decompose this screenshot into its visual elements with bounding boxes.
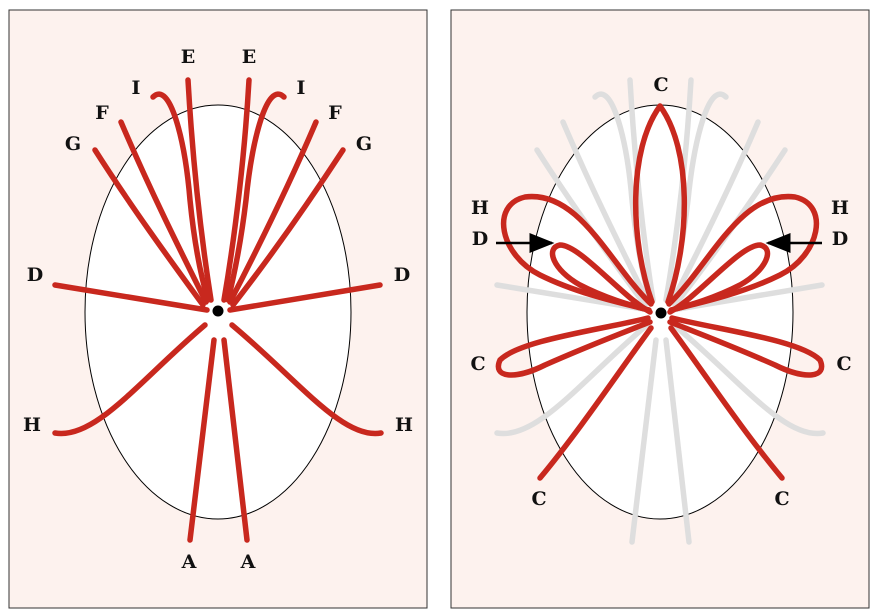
label-e-right: E bbox=[242, 46, 256, 68]
strand-i-right bbox=[225, 91, 287, 303]
label-d-right-r: D bbox=[832, 228, 848, 250]
strand-f-right bbox=[227, 119, 319, 305]
loop-c-top bbox=[632, 103, 688, 305]
loop-c-mid-left bbox=[495, 315, 653, 378]
label-f-right: F bbox=[328, 102, 342, 124]
strand-a-right bbox=[221, 337, 250, 543]
loop-c-mid-right bbox=[667, 315, 825, 378]
label-g-left: G bbox=[65, 133, 81, 155]
label-h-left-r: H bbox=[471, 197, 489, 219]
strand-a-left bbox=[187, 337, 217, 543]
loop-d-left bbox=[549, 242, 653, 315]
strand-i-left bbox=[150, 91, 211, 303]
loop-h-right bbox=[666, 193, 820, 313]
label-a-left: A bbox=[181, 551, 197, 573]
ghost-a-right bbox=[663, 337, 692, 545]
right-center-dot bbox=[655, 307, 667, 319]
left-strands bbox=[52, 77, 384, 543]
label-g-right: G bbox=[356, 133, 372, 155]
label-d-left: D bbox=[27, 264, 43, 286]
ghost-f-right bbox=[669, 119, 761, 305]
label-i-right: I bbox=[297, 77, 306, 99]
label-c-top: C bbox=[653, 74, 668, 96]
label-e-left: E bbox=[181, 46, 195, 68]
strand-c-bottom-right bbox=[668, 325, 785, 481]
loop-h-left bbox=[500, 193, 654, 313]
right-panel: C H H D D C C C C bbox=[450, 9, 870, 609]
strand-c-bottom-left bbox=[537, 325, 654, 481]
label-h-right: H bbox=[395, 414, 413, 436]
label-c-bottom-left: C bbox=[531, 488, 546, 510]
label-h-left: H bbox=[23, 414, 41, 436]
label-h-right-r: H bbox=[831, 197, 849, 219]
strand-g-left bbox=[92, 147, 206, 308]
strand-h-left bbox=[52, 322, 208, 437]
label-a-right: A bbox=[240, 551, 256, 573]
label-f-left: F bbox=[95, 102, 109, 124]
strand-e-left bbox=[185, 77, 214, 303]
label-c-mid-right: C bbox=[836, 353, 851, 375]
label-c-mid-left: C bbox=[470, 353, 485, 375]
strand-d-left bbox=[52, 282, 210, 313]
label-c-bottom-right: C bbox=[774, 488, 789, 510]
loop-d-right bbox=[667, 242, 771, 315]
ghost-f-left bbox=[560, 119, 651, 305]
left-panel: E E I I F F G G D D H H A A bbox=[8, 9, 428, 609]
right-loops bbox=[495, 103, 825, 481]
strand-h-right bbox=[229, 322, 384, 437]
strand-g-right bbox=[230, 147, 346, 308]
left-center-dot bbox=[212, 305, 224, 317]
strand-f-left bbox=[118, 119, 209, 305]
label-d-right: D bbox=[394, 264, 410, 286]
ghost-a-left bbox=[629, 337, 659, 545]
ghost-h-right bbox=[671, 322, 826, 437]
strand-d-right bbox=[227, 282, 383, 313]
label-d-left-r: D bbox=[472, 228, 488, 250]
ghost-e-left bbox=[627, 77, 656, 303]
ghost-h-left bbox=[494, 322, 650, 437]
label-i-left: I bbox=[132, 77, 141, 99]
strand-e-right bbox=[221, 77, 252, 303]
